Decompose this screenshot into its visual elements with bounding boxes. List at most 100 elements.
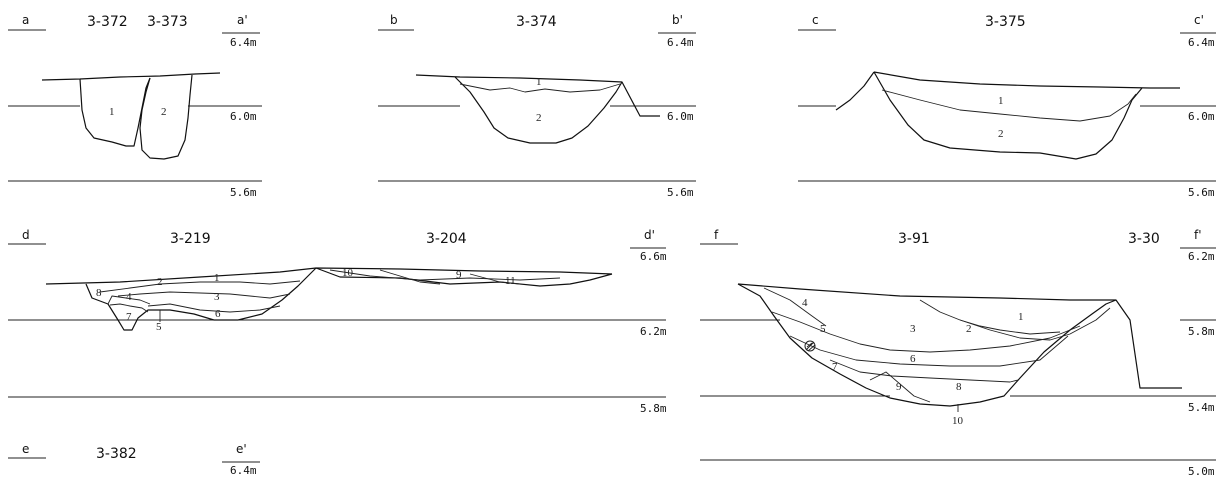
section-f-boundary-6-7: [789, 335, 1069, 367]
section-f-boundary-9: [869, 371, 931, 403]
section-c-left-bank: [835, 71, 875, 111]
section-f-stone-inclusion: [804, 340, 816, 352]
section-e-feature-3-382: 3-382: [96, 446, 137, 462]
section-a-feature-3-373: 3-373: [147, 14, 188, 30]
section-b-elevation-top: 6.4m: [667, 36, 694, 49]
section-d-layer-10: 10: [342, 267, 354, 279]
section-f-layer-7: 7: [832, 361, 838, 373]
section-d-ground-surface: [45, 267, 613, 285]
section-c-layer-boundary: [881, 89, 1137, 122]
section-d-layer-11: 11: [505, 275, 516, 287]
section-c-right-label: c': [1194, 13, 1204, 27]
section-a-layer-2: 2: [161, 106, 167, 118]
section-d-layer-4: 4: [126, 291, 132, 303]
section-f-boundary-7-8: [829, 359, 1019, 383]
section-f-layer-4: 4: [802, 297, 808, 309]
section-b-pit-outline: [454, 76, 660, 144]
section-a-feature-3-372: 3-372: [87, 14, 128, 30]
section-d-boundary-6: [329, 269, 561, 281]
section-b-elevation-mid: 6.0m: [667, 110, 694, 123]
section-d: d d' 6.6m 3-219 3-204 6.2m 5.8m 1 2 3 4 …: [8, 228, 667, 415]
section-c-elevation-top: 6.4m: [1188, 36, 1215, 49]
section-b-layer-2: 2: [536, 112, 542, 124]
section-a-elevation-bottom: 5.6m: [230, 186, 257, 199]
section-b-right-label: b': [672, 13, 683, 27]
section-f-layer-9: 9: [896, 381, 902, 393]
section-d-layer-9: 9: [456, 269, 462, 281]
section-d-layer-3: 3: [214, 291, 220, 303]
section-d-layer-8: 8: [96, 287, 102, 299]
section-a-ground-surface: [41, 72, 221, 81]
section-c-layer-1: 1: [998, 95, 1004, 107]
section-e-left-label: e: [22, 442, 29, 456]
section-d-layer-5: 5: [156, 321, 162, 333]
section-c-feature-3-375: 3-375: [985, 14, 1026, 30]
section-d-pit-3-219-outline: [85, 267, 317, 331]
section-f-elevation-top: 6.2m: [1188, 250, 1215, 263]
section-d-boundary-4: [107, 295, 151, 305]
section-d-boundary-2: [117, 291, 291, 299]
section-a-left-label: a: [22, 13, 29, 27]
section-b-left-label: b: [390, 13, 398, 27]
section-f-layer-8: 8: [956, 381, 962, 393]
section-f-layer-5: 5: [820, 323, 826, 335]
section-b-layer-boundary: [459, 83, 621, 93]
section-f-ground-surface: [737, 283, 1116, 301]
section-a-layer-1: 1: [109, 106, 115, 118]
section-d-feature-3-204: 3-204: [426, 231, 467, 247]
section-d-elevation-bottom: 5.8m: [640, 402, 667, 415]
section-f-layer-3: 3: [910, 323, 916, 335]
section-c-ground-surface: [873, 71, 1180, 89]
section-f-feature-3-91: 3-91: [898, 231, 930, 247]
section-d-boundary-5: [109, 303, 149, 313]
section-d-right-label: d': [644, 228, 655, 242]
section-b-elevation-bottom: 5.6m: [667, 186, 694, 199]
section-d-layer-6: 6: [215, 308, 221, 320]
section-f-feature-3-30: 3-30: [1128, 231, 1160, 247]
section-f-elevation-upper: 5.8m: [1188, 325, 1215, 338]
section-b: b b' 6.4m 3-374 6.0m 5.6m 1 2: [378, 13, 696, 199]
section-d-elevation-mid: 6.2m: [640, 325, 667, 338]
section-f-stone-hatching: [805, 341, 816, 352]
section-d-elevation-top: 6.6m: [640, 250, 667, 263]
section-a-pit-3-373-outline: [139, 74, 193, 160]
section-f-layer-2: 2: [966, 323, 972, 335]
section-d-layer-2: 2: [157, 276, 163, 288]
section-c-elevation-mid: 6.0m: [1188, 110, 1215, 123]
section-e-elevation-top: 6.4m: [230, 464, 257, 477]
section-f-boundary-4: [763, 287, 827, 327]
section-f-elevation-bottom: 5.0m: [1188, 465, 1215, 478]
section-f-left-label: f: [714, 228, 719, 242]
section-c: c c' 6.4m 3-375 6.0m 5.6m 1 2: [798, 13, 1216, 199]
section-a-right-label: a': [237, 13, 248, 27]
section-c-pit-outline: [873, 71, 1143, 160]
section-f-boundary-5-6: [771, 311, 1081, 353]
section-e: e e' 6.4m 3-382: [8, 442, 260, 477]
section-d-boundary-8: [469, 273, 521, 285]
section-c-left-label: c: [812, 13, 819, 27]
section-f-boundary-2-3: [959, 319, 1061, 335]
section-f-layer-6: 6: [910, 353, 916, 365]
section-f-boundary-1-2: [919, 299, 1111, 341]
section-f-right-label: f': [1194, 228, 1202, 242]
section-d-boundary-1: [99, 280, 301, 293]
section-c-elevation-bottom: 5.6m: [1188, 186, 1215, 199]
section-d-left-label: d: [22, 228, 30, 242]
section-f: f f' 6.2m 3-91 3-30 5.8m 5.4m 5.0m 1 2 3…: [700, 228, 1216, 478]
section-b-ground-surface: [415, 74, 623, 83]
section-a-elevation-top: 6.4m: [230, 36, 257, 49]
section-f-layer-10: 10: [952, 415, 964, 427]
section-b-layer-1: 1: [536, 76, 542, 88]
section-a-elevation-mid: 6.0m: [230, 110, 257, 123]
section-f-pit-outline: [737, 283, 1182, 407]
section-d-boundary-7: [379, 269, 441, 285]
section-b-feature-3-374: 3-374: [516, 14, 557, 30]
section-a: a a' 6.4m 3-372 3-373 6.0m 5.6m 1 2: [8, 13, 262, 199]
section-a-pit-3-372-outline: [79, 77, 151, 147]
section-f-layer-1: 1: [1018, 311, 1024, 323]
section-d-feature-3-219: 3-219: [170, 231, 211, 247]
section-e-right-label: e': [236, 442, 247, 456]
section-d-boundary-3: [147, 303, 281, 313]
section-f-elevation-mid: 5.4m: [1188, 401, 1215, 414]
